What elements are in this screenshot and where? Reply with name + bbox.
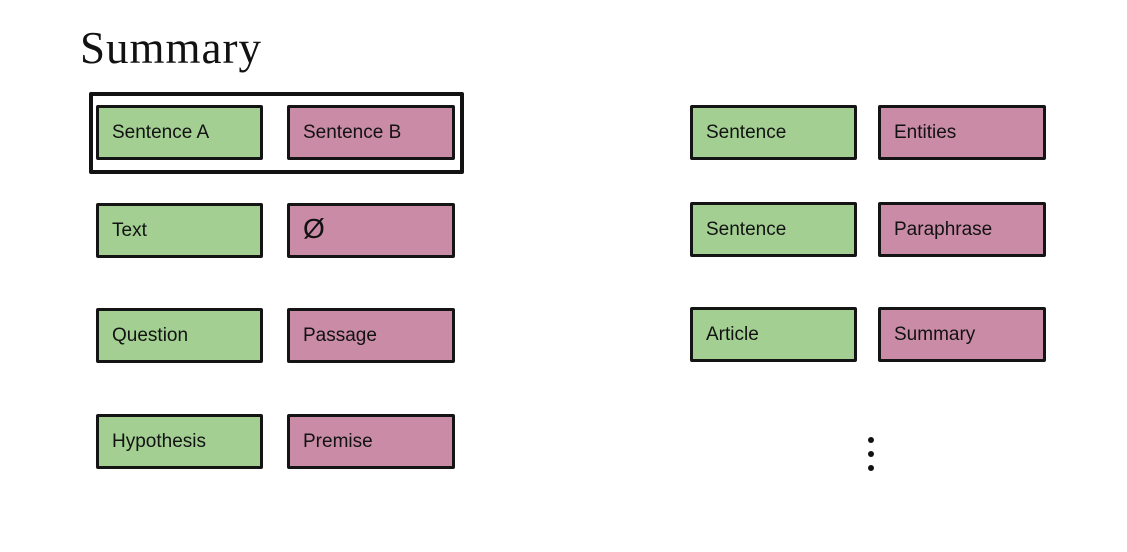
empty-set-symbol: Ø bbox=[303, 213, 325, 244]
input-label: Sentence A bbox=[112, 121, 210, 143]
input-box: Hypothesis bbox=[96, 414, 263, 469]
output-label: Paraphrase bbox=[894, 218, 993, 240]
output-box: Sentence B bbox=[287, 105, 455, 160]
input-label: Article bbox=[706, 323, 759, 345]
output-box: Paraphrase bbox=[878, 202, 1046, 257]
output-box: Ø bbox=[287, 203, 455, 258]
output-box: Summary bbox=[878, 307, 1046, 362]
output-label: Sentence B bbox=[303, 121, 402, 143]
input-label: Sentence bbox=[706, 121, 787, 143]
input-box: Question bbox=[96, 308, 263, 363]
output-label: Summary bbox=[894, 323, 976, 345]
input-box: Sentence bbox=[690, 105, 857, 160]
output-box: Passage bbox=[287, 308, 455, 363]
task-pair-row-sentence-entities: Sentence Entities bbox=[690, 105, 1046, 160]
task-pair-row-text-empty: Text Ø bbox=[96, 203, 455, 258]
input-label: Question bbox=[112, 324, 189, 346]
output-box: Entities bbox=[878, 105, 1046, 160]
input-box: Text bbox=[96, 203, 263, 258]
input-box: Article bbox=[690, 307, 857, 362]
output-box: Premise bbox=[287, 414, 455, 469]
vertical-ellipsis-icon bbox=[868, 437, 874, 471]
input-box: Sentence A bbox=[96, 105, 263, 160]
highlighted-pair-outline bbox=[89, 92, 464, 174]
ellipsis-dot bbox=[868, 451, 874, 457]
task-pair-row-sentence-pair: Sentence A Sentence B bbox=[96, 105, 455, 160]
task-pair-row-hypothesis-premise: Hypothesis Premise bbox=[96, 414, 455, 469]
page-title: Summary bbox=[80, 23, 262, 73]
ellipsis-dot bbox=[868, 465, 874, 471]
output-label: Passage bbox=[303, 324, 377, 346]
task-pair-row-question-passage: Question Passage bbox=[96, 308, 455, 363]
task-pair-row-article-summary: Article Summary bbox=[690, 307, 1046, 362]
ellipsis-dot bbox=[868, 437, 874, 443]
input-label: Hypothesis bbox=[112, 430, 206, 452]
input-label: Sentence bbox=[706, 218, 787, 240]
task-pair-row-sentence-paraphrase: Sentence Paraphrase bbox=[690, 202, 1046, 257]
input-box: Sentence bbox=[690, 202, 857, 257]
input-label: Text bbox=[112, 219, 147, 241]
output-label: Premise bbox=[303, 430, 373, 452]
output-label: Entities bbox=[894, 121, 957, 143]
